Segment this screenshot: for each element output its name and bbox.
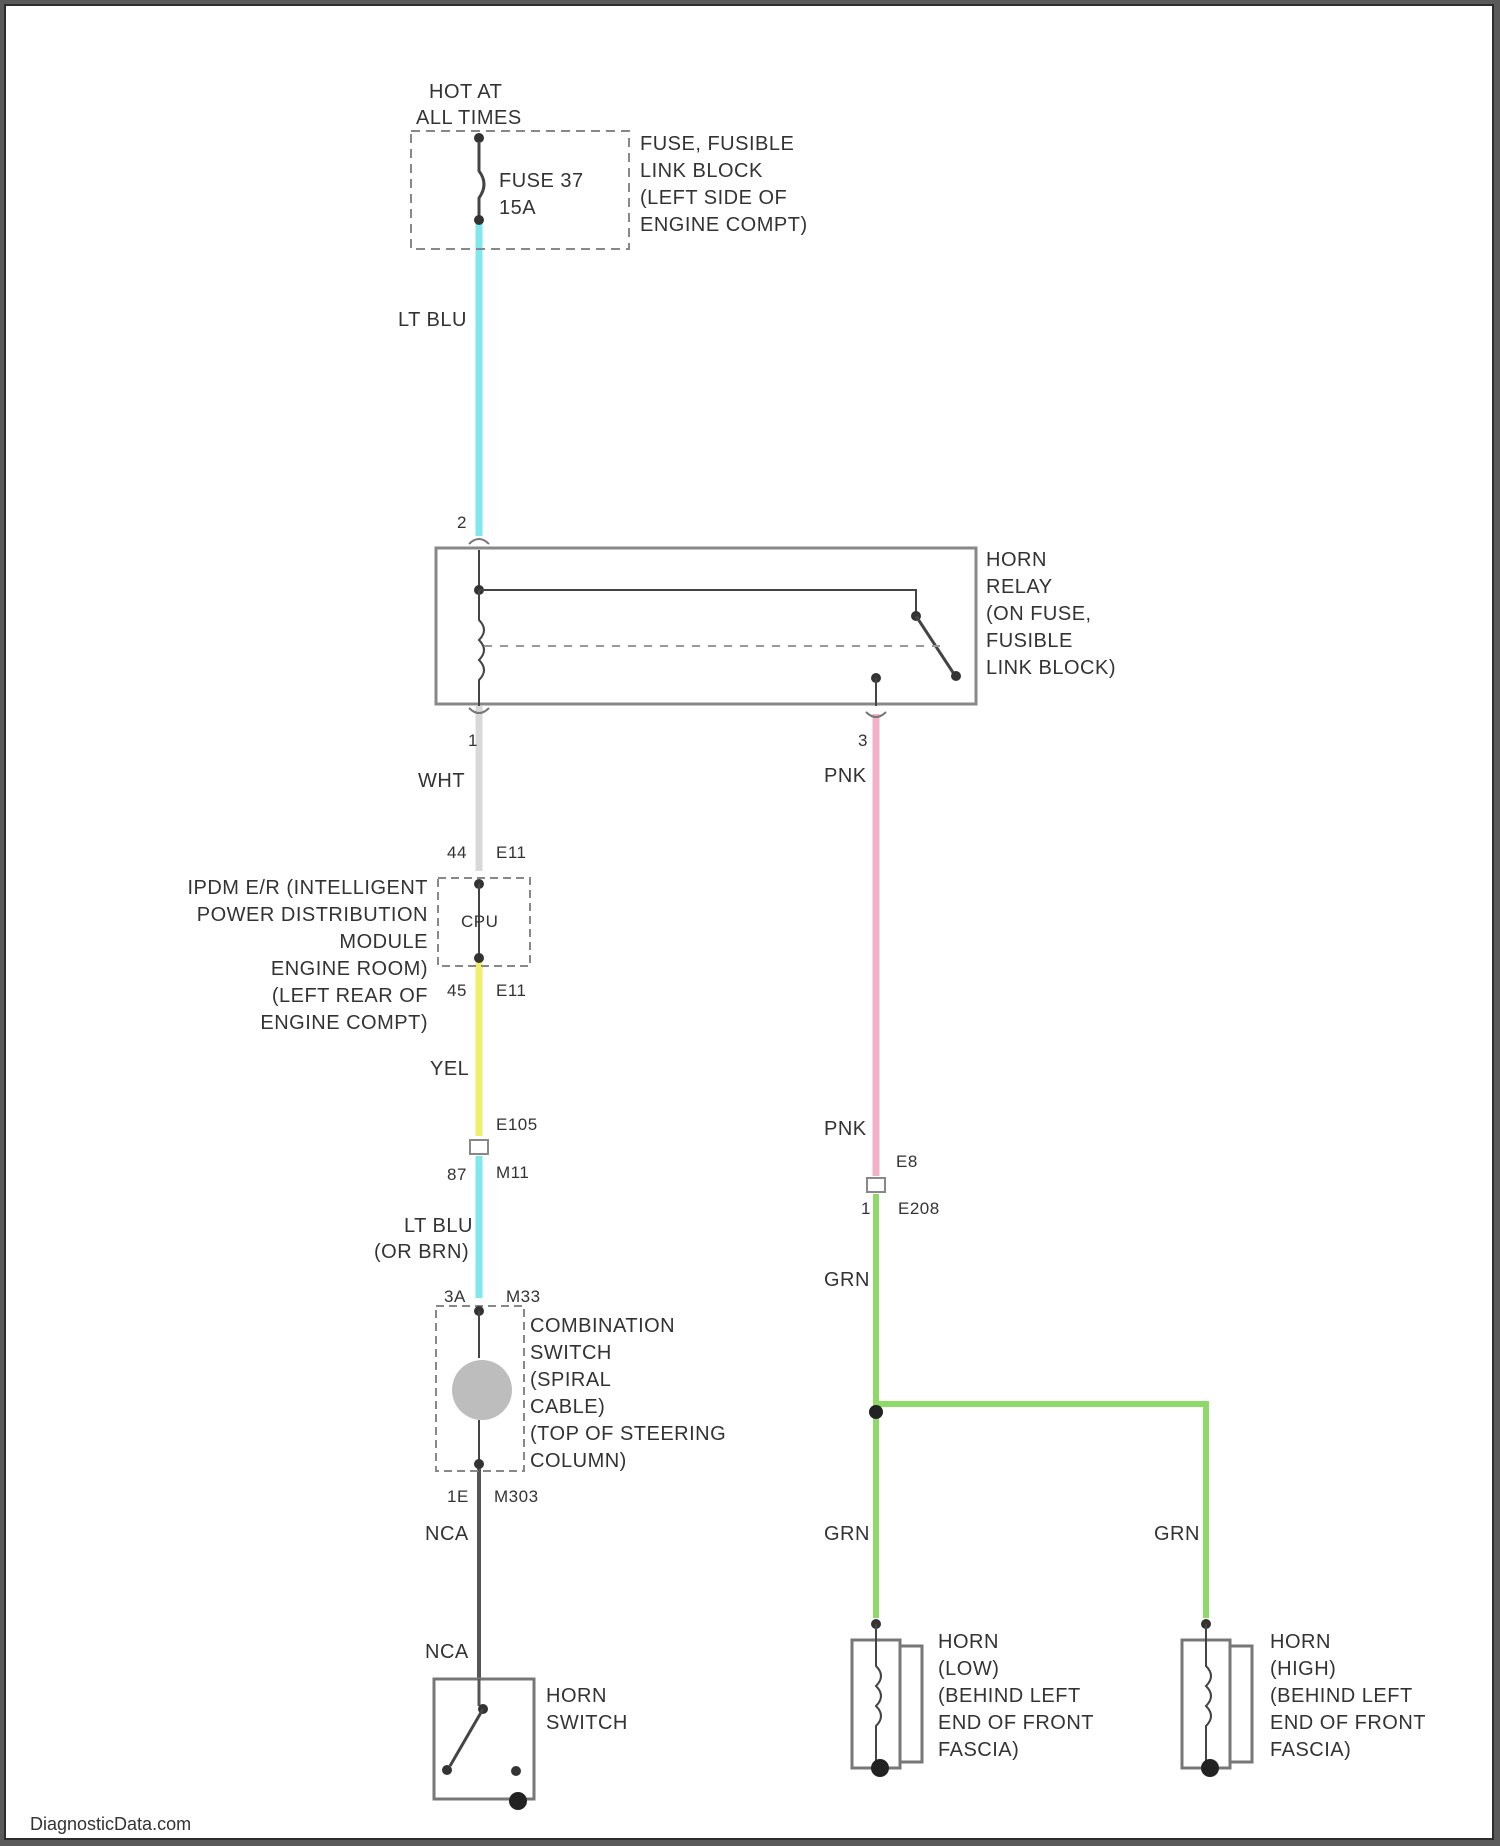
power-source-label-line2: ALL TIMES	[416, 107, 522, 129]
grn-splice	[869, 1405, 883, 1419]
pin-ipdm-out: 45	[447, 981, 467, 1000]
combination-switch-label-6: COLUMN)	[530, 1450, 627, 1472]
pin-relay-in: 2	[457, 513, 467, 532]
pin-relay-switch-out: 3	[858, 731, 868, 750]
conn-comb-out: M303	[494, 1487, 539, 1506]
ipdm-label-4: ENGINE ROOM)	[271, 958, 428, 980]
relay-coil	[479, 590, 484, 706]
ipdm-cpu-label: CPU	[461, 912, 498, 931]
horn-switch-label-1: HORN	[546, 1685, 607, 1707]
connector-e105-m11	[470, 1140, 488, 1154]
relay-contact-feed	[479, 590, 916, 616]
horn-switch-contact-left	[442, 1765, 452, 1775]
pin-relay-coil-out: 1	[468, 731, 478, 750]
horn-low-label-2: (LOW)	[938, 1658, 999, 1680]
conn-comb-in: M33	[506, 1287, 541, 1306]
fuse-terminal-bottom	[474, 215, 484, 225]
wire-label-pnk-2: PNK	[824, 1118, 867, 1140]
conn-ipdm-out: E11	[496, 981, 527, 1000]
wire-label-wht: WHT	[418, 770, 465, 792]
horn-switch-contact-right	[511, 1766, 521, 1776]
wire-label-grn-3: GRN	[1154, 1523, 1200, 1545]
horn-low-label-3: (BEHIND LEFT	[938, 1685, 1081, 1707]
horn-low-label-1: HORN	[938, 1631, 999, 1653]
wire-label-lt-blu-1: LT BLU	[398, 309, 467, 331]
conn-e105: E105	[496, 1115, 538, 1134]
wire-label-nca-2: NCA	[425, 1641, 469, 1663]
wire-label-grn-2: GRN	[824, 1523, 870, 1545]
horn-relay-label-1: HORN	[986, 549, 1047, 571]
fuse-block-label-1: FUSE, FUSIBLE	[640, 133, 794, 155]
pin-m11: 87	[447, 1165, 467, 1184]
horn-relay-label-5: LINK BLOCK)	[986, 657, 1116, 679]
pin-comb-in: 3A	[444, 1287, 466, 1306]
horn-low-label-4: END OF FRONT	[938, 1712, 1094, 1734]
spiral-cable-icon	[452, 1360, 512, 1420]
horn-high-label-5: FASCIA)	[1270, 1739, 1351, 1761]
horn-relay-box	[436, 548, 976, 704]
horn-relay-label-2: RELAY	[986, 576, 1053, 598]
pin-ipdm-in: 44	[447, 843, 467, 862]
horn-switch-ground-icon	[509, 1792, 527, 1810]
horn-switch-label-2: SWITCH	[546, 1712, 628, 1734]
combination-switch-label-4: CABLE)	[530, 1396, 605, 1418]
relay-connector-top	[469, 539, 489, 544]
horn-relay-label-4: FUSIBLE	[986, 630, 1073, 652]
fuse-element	[479, 143, 484, 220]
conn-e8: E8	[896, 1152, 918, 1171]
ipdm-label-6: ENGINE COMPT)	[260, 1012, 428, 1034]
wire-label-lt-blu-2b: (OR BRN)	[374, 1241, 469, 1263]
ipdm-label-1: IPDM E/R (INTELLIGENT	[187, 877, 428, 899]
relay-contact-tip	[951, 671, 961, 681]
ipdm-terminal-out	[474, 953, 484, 963]
horn-relay-label-3: (ON FUSE,	[986, 603, 1092, 625]
horn-high-bell	[1230, 1646, 1252, 1762]
combination-switch-label-3: (SPIRAL	[530, 1369, 611, 1391]
horn-high-label-4: END OF FRONT	[1270, 1712, 1426, 1734]
wire-label-nca-1: NCA	[425, 1523, 469, 1545]
ipdm-label-5: (LEFT REAR OF	[272, 985, 428, 1007]
pin-e208: 1	[861, 1199, 871, 1218]
horn-switch-box	[434, 1679, 534, 1799]
ipdm-label-3: MODULE	[339, 931, 428, 953]
pin-comb-out: 1E	[447, 1487, 469, 1506]
connector-e8-e208	[867, 1178, 885, 1192]
fuse-label-1: FUSE 37	[499, 170, 584, 192]
combination-switch-label-5: (TOP OF STEERING	[530, 1423, 726, 1445]
horn-low-label-5: FASCIA)	[938, 1739, 1019, 1761]
diagram-frame: HOT AT ALL TIMES FUSE 37 15A FUSE, FUSIB…	[4, 4, 1494, 1840]
fuse-terminal-top	[474, 133, 484, 143]
wire-grn-horn-high	[876, 1404, 1206, 1618]
conn-m11: M11	[496, 1163, 529, 1182]
ipdm-label-2: POWER DISTRIBUTION	[197, 904, 428, 926]
fuse-block-label-2: LINK BLOCK	[640, 160, 763, 182]
horn-high-label-3: (BEHIND LEFT	[1270, 1685, 1413, 1707]
horn-low-ground-icon	[871, 1759, 889, 1777]
combination-switch-terminal-out	[474, 1459, 484, 1469]
horn-high-ground-icon	[1201, 1759, 1219, 1777]
horn-high-label-2: (HIGH)	[1270, 1658, 1336, 1680]
fuse-block-label-4: ENGINE COMPT)	[640, 214, 808, 236]
watermark: DiagnosticData.com	[30, 1814, 191, 1835]
conn-ipdm-in: E11	[496, 843, 527, 862]
wire-label-grn-1: GRN	[824, 1269, 870, 1291]
combination-switch-label-1: COMBINATION	[530, 1315, 675, 1337]
wire-label-yel: YEL	[430, 1058, 469, 1080]
fuse-label-2: 15A	[499, 197, 536, 219]
conn-e208: E208	[898, 1199, 940, 1218]
fuse-block-label-3: (LEFT SIDE OF	[640, 187, 787, 209]
horn-wiring-diagram: HOT AT ALL TIMES FUSE 37 15A FUSE, FUSIB…	[6, 6, 1496, 1842]
power-source-label-line1: HOT AT	[429, 81, 502, 103]
wire-label-lt-blu-2a: LT BLU	[404, 1215, 473, 1237]
horn-low-bell	[900, 1646, 922, 1762]
horn-high-label-1: HORN	[1270, 1631, 1331, 1653]
combination-switch-label-2: SWITCH	[530, 1342, 612, 1364]
wire-label-pnk-1: PNK	[824, 765, 867, 787]
